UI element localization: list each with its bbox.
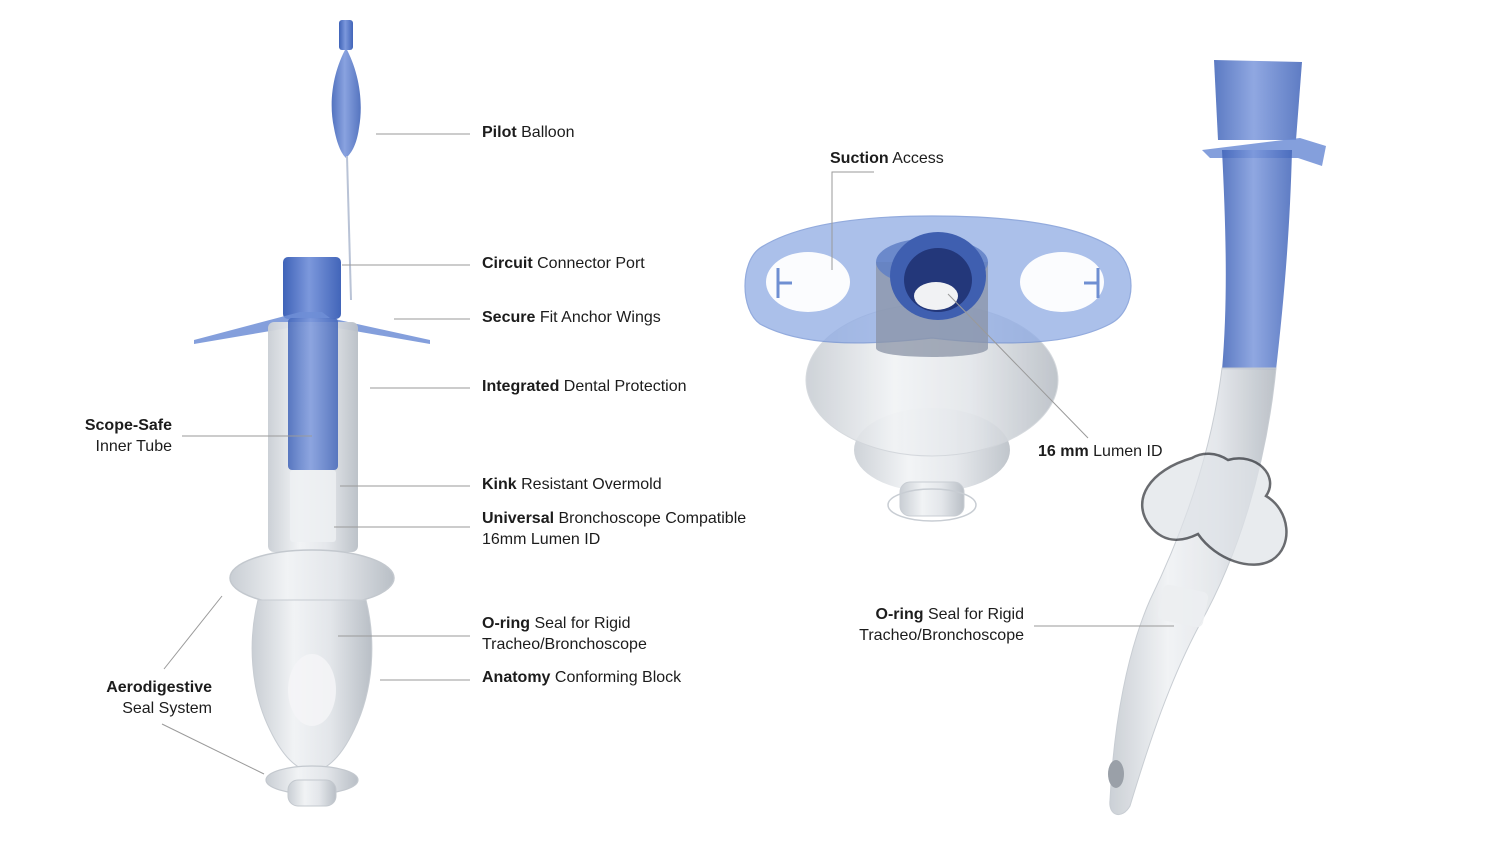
label-anatomy-block: Anatomy Conforming Block [482,669,682,686]
label-pilot-balloon: Pilot Balloon [482,124,575,141]
label-suction-access: Suction Access [830,150,944,167]
pilot-line [346,155,352,301]
right-tube-blue [1222,150,1292,370]
label-integrated-dental: Integrated Dental Protection [482,378,687,395]
card-hole-left [766,252,850,312]
right-oring-shape [1140,452,1288,566]
middle-leader-lines [831,171,1089,439]
label-circuit-connector: Circuit Connector Port [482,255,645,272]
label-kink-resistant: Kink Resistant Overmold [482,476,662,493]
left-leader-lines [161,133,470,775]
label-lumen-16mm: 16 mm Lumen ID [1038,443,1163,460]
pilot-connector-tip [339,20,353,50]
right-device [1108,60,1326,815]
left-device [194,20,430,807]
label-secure-fit-wings: Secure Fit Anchor Wings [482,309,661,326]
pilot-balloon-shape [331,48,361,158]
oring-flange-shape [229,549,395,607]
card-hole-right [1020,252,1104,312]
middle-device [744,215,1132,522]
inner-tube-shape [288,318,338,470]
connector-port-shape [283,257,341,319]
